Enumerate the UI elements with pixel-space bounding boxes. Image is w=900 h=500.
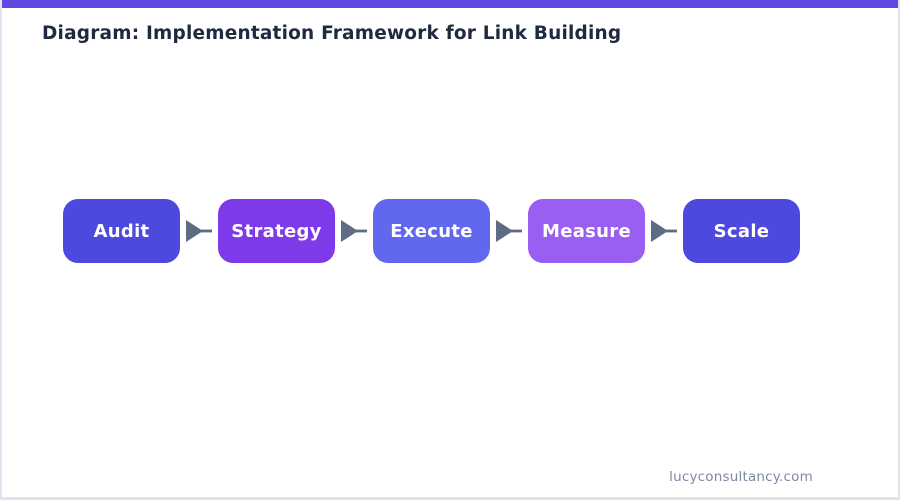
flow-step-measure: Measure xyxy=(528,199,645,263)
flow-step-label: Audit xyxy=(93,220,150,242)
right-arrow-icon xyxy=(490,199,528,263)
flow-step-label: Scale xyxy=(713,220,770,242)
right-arrow-icon xyxy=(335,199,373,263)
flow-step-audit: Audit xyxy=(63,199,180,263)
flow-step-scale: Scale xyxy=(683,199,800,263)
flow-step-label: Strategy xyxy=(231,220,322,242)
right-arrow-icon xyxy=(645,199,683,263)
flow-diagram: Audit Strategy Execute Measure Scale xyxy=(63,199,800,263)
flow-step-strategy: Strategy xyxy=(218,199,335,263)
flow-step-execute: Execute xyxy=(373,199,490,263)
flow-step-label: Measure xyxy=(542,220,631,242)
right-arrow-icon xyxy=(180,199,218,263)
page-title: Diagram: Implementation Framework for Li… xyxy=(42,23,622,44)
flow-step-label: Execute xyxy=(390,220,473,242)
footer-website-text: lucyconsultancy.com xyxy=(669,469,813,485)
top-accent-bar xyxy=(2,0,898,8)
